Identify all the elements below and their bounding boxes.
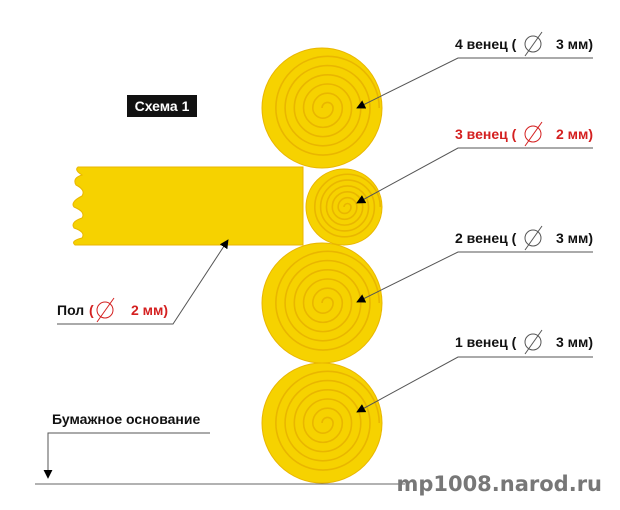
diameter-icon	[524, 225, 543, 251]
growth-rings	[275, 370, 381, 471]
svg-text:4 венец (: 4 венец (	[455, 36, 517, 52]
leader-row3	[356, 147, 593, 204]
floor-plank	[72, 166, 304, 246]
leader-row1	[356, 356, 593, 413]
svg-text:2 мм): 2 мм)	[131, 302, 168, 318]
diameter-icon	[96, 297, 115, 323]
svg-text:3 мм): 3 мм)	[556, 334, 593, 350]
leader-floor	[57, 239, 229, 325]
log-row2	[261, 242, 383, 364]
label-floor: Пол ( 2 мм)	[57, 297, 168, 323]
log-row1	[261, 362, 383, 484]
log-row3	[305, 168, 383, 246]
growth-rings	[313, 173, 382, 238]
diameter-icon	[524, 31, 543, 57]
label-row3: 3 венец ( 2 мм)	[455, 121, 593, 147]
scheme-title-badge: Схема 1	[127, 95, 197, 117]
svg-text:3 мм): 3 мм)	[556, 230, 593, 246]
leader-row2	[356, 251, 593, 303]
watermark: mp1008.narod.ru	[396, 472, 602, 496]
leader-row4	[356, 57, 593, 109]
label-row2: 2 венец ( 3 мм)	[455, 225, 593, 251]
svg-text:1 венец (: 1 венец (	[455, 334, 517, 350]
label-row1: 1 венец ( 3 мм)	[455, 329, 593, 355]
svg-text:3 венец (: 3 венец (	[455, 126, 517, 142]
leader-base	[43, 432, 210, 479]
label-row4: 4 венец ( 3 мм)	[455, 31, 593, 57]
growth-rings	[275, 55, 381, 156]
svg-text:3 мм): 3 мм)	[556, 36, 593, 52]
log-row4	[261, 47, 383, 169]
svg-text:(: (	[89, 302, 94, 318]
svg-text:2 венец (: 2 венец (	[455, 230, 517, 246]
growth-rings	[275, 250, 381, 351]
diameter-icon	[524, 121, 543, 147]
svg-text:Схема 1: Схема 1	[135, 98, 190, 114]
diameter-icon	[524, 329, 543, 355]
label-base: Бумажное основание	[52, 411, 200, 427]
svg-text:2 мм): 2 мм)	[556, 126, 593, 142]
svg-text:Пол: Пол	[57, 302, 84, 318]
